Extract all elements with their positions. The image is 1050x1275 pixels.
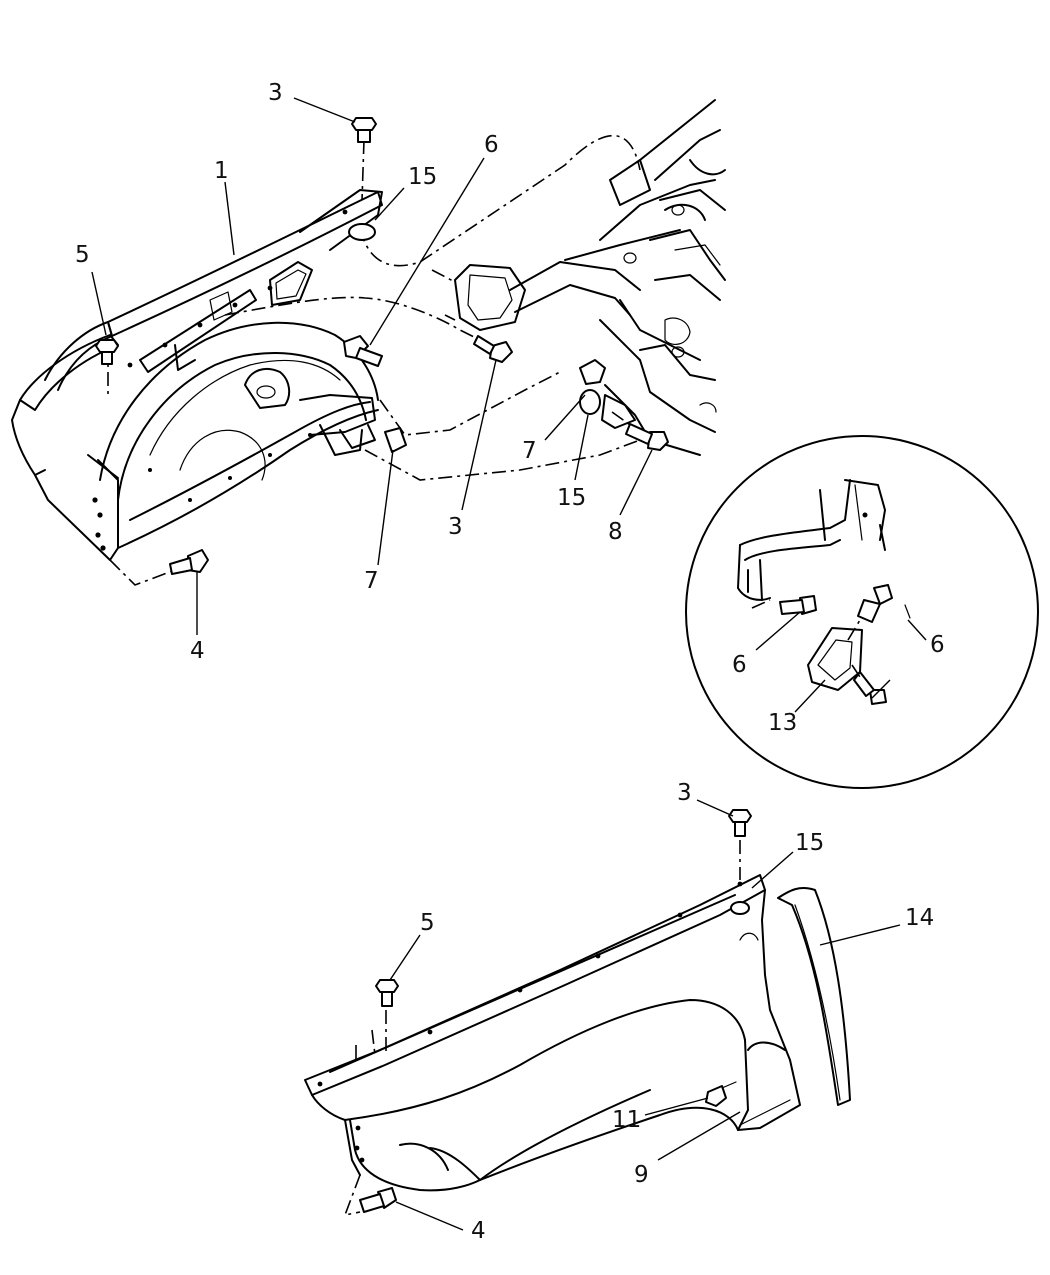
bolt-3-lower-icon — [728, 809, 752, 837]
callout-15-top: 15 — [408, 164, 437, 190]
bolt-4-lower-icon — [359, 1187, 397, 1213]
callout-4-top: 4 — [190, 638, 205, 664]
bolt-6-icon — [343, 335, 383, 367]
callout-4-lower: 4 — [471, 1218, 486, 1244]
bolt-6-detail-a-icon — [779, 595, 817, 615]
bolt-3-mid-icon — [473, 335, 513, 363]
callout-13: 13 — [768, 710, 797, 736]
callout-6-detail-a: 6 — [732, 652, 747, 678]
callout-3-lower: 3 — [677, 780, 692, 806]
callout-8: 8 — [608, 519, 623, 545]
grommet-15-mid-icon — [579, 389, 601, 415]
callout-15-mid: 15 — [557, 485, 586, 511]
leader-lines — [91, 97, 927, 1231]
lower-fender — [304, 809, 851, 1217]
callout-9: 9 — [634, 1162, 649, 1188]
wheel-flare-14 — [777, 887, 851, 1106]
clip-11-icon — [705, 1081, 737, 1107]
callout-15-lower: 15 — [795, 830, 824, 856]
clip-7-icon — [384, 427, 407, 453]
callout-7-left: 7 — [364, 568, 379, 594]
callout-7-right: 7 — [522, 438, 537, 464]
bolt-3-top-icon — [351, 117, 377, 143]
callout-3-mid: 3 — [448, 514, 463, 540]
detail-inset — [685, 435, 1039, 789]
body-structure — [454, 99, 726, 456]
callout-6-top: 6 — [484, 132, 499, 158]
callout-1: 1 — [214, 158, 229, 184]
callout-11: 11 — [612, 1107, 641, 1133]
bolt-5-icon — [95, 339, 119, 365]
callout-5-top: 5 — [75, 242, 90, 268]
callout-5-lower: 5 — [420, 910, 435, 936]
bolt-6-detail-b-icon — [857, 584, 893, 623]
callout-3-top: 3 — [268, 80, 283, 106]
flange-holes — [92, 209, 348, 551]
bolt-8-icon — [625, 423, 669, 451]
bolt-4-upper-icon — [169, 549, 209, 575]
callout-labels: 3 1 15 5 6 3 7 15 8 7 4 6 6 13 3 15 14 5… — [75, 80, 945, 1244]
upper-hardware — [95, 117, 669, 575]
upper-fender-assembly — [11, 189, 383, 561]
grommet-15-icon — [348, 223, 376, 241]
callout-14: 14 — [905, 905, 934, 931]
grommet-15-lower-icon — [730, 901, 750, 915]
callout-6-detail-b: 6 — [930, 632, 945, 658]
bolt-6-detail-c-icon — [853, 671, 887, 705]
bolt-5-lower-icon — [375, 979, 399, 1007]
